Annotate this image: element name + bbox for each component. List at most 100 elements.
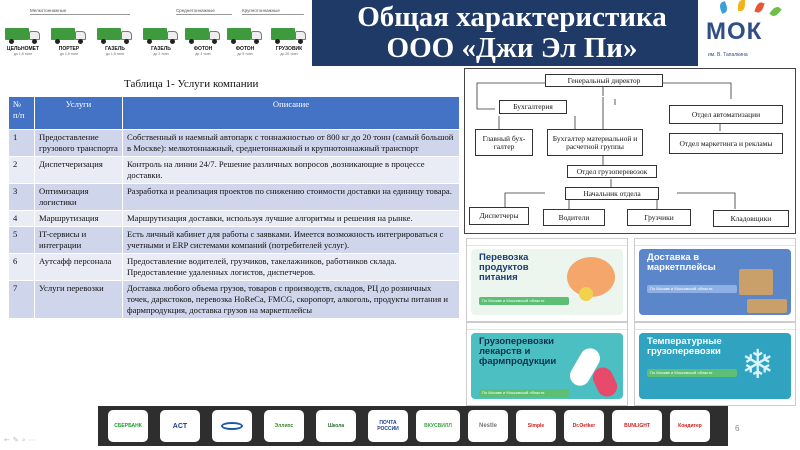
partner-logo: Кондитер [670,410,710,442]
vehicle-capacity: до 1,5 тонн [59,52,79,56]
table-row: 4 Маршрутизация Маршрутизация доставки, … [8,210,460,227]
vehicle-capacity: до 2 тонн [153,52,169,56]
vehicle-name: ФОТОН [235,46,255,52]
column-header: Услуги [34,96,123,130]
site-nav [467,239,627,246]
site-preview-temperature: ❄ Температурные грузоперевозки По Москве… [634,322,796,406]
logo: МОК им. В. Тапалкина [698,0,800,66]
vehicle-card: ГАЗЕЛЬ до 1,5 тонн [96,26,134,56]
pen-icon[interactable]: ✎ [12,436,22,444]
site-subtitle: По Москве и Московской области [479,297,569,305]
org-box-storekeepers: Кладовщики [713,210,789,227]
vehicle-card: ГРУЗОВИК до 20 тонн [270,26,308,56]
slide-tools[interactable]: ←✎⌕⋯ [4,436,39,445]
truck-icon [97,26,133,44]
site-nav [467,323,627,330]
partner-logo [212,410,252,442]
logo-subtitle: им. В. Тапалкина [708,52,748,58]
service-description: Собственный и наемный автопарк с тоннажн… [122,129,460,157]
fleet-category: Среднетоннажные [176,8,232,15]
vehicle-name: ГАЗЕЛЬ [105,46,125,52]
row-number: 1 [8,129,35,157]
service-name: Диспетчеризация [34,156,123,184]
site-nav [635,323,795,330]
org-box-head: Начальник отдела [565,187,659,200]
vehicle-capacity: до 3 тонн [195,52,211,56]
service-description: Маршрутизация доставки, используя лучшие… [122,210,460,227]
service-name: Оптимизация логистики [34,183,123,211]
box-image [747,299,787,313]
site-preview-pharma: Грузоперевозки лекарств и фармпродукции … [466,322,628,406]
truck-icon [5,26,41,44]
table-row: 7 Услуги перевозки Доставка любого объем… [8,280,460,319]
service-name: Услуги перевозки [34,280,123,319]
partner-logo: Эллипс [264,410,304,442]
vehicle-capacity: до 1,5 тонн [105,52,125,56]
partner-logo: СБЕРБАНК [108,410,148,442]
site-subtitle: По Москве и Московской области [647,369,737,377]
fleet-strip: Мелкотоннажные Среднетоннажные Крупнотон… [4,8,312,60]
table-caption: Таблица 1- Услуги компании [124,78,259,90]
vehicle-card: ГАЗЕЛЬ до 2 тонн [142,26,180,56]
org-box-accounting: Бухгалтерия [499,100,567,114]
prev-arrow-icon[interactable]: ← [4,436,13,444]
row-number: 2 [8,156,35,184]
more-icon[interactable]: ⋯ [28,436,39,444]
ellipse-logo-icon [221,422,243,430]
service-description: Доставка любого объема грузов, товаров с… [122,280,460,319]
org-box-ceo: Генеральный директор [545,74,663,87]
truck-icon [271,26,307,44]
org-box-freight: Отдел грузоперевозок [567,165,657,178]
services-table: № п/п Услуги Описание 1 Предоставление г… [8,96,460,319]
fleet-category: Мелкотоннажные [30,8,130,15]
org-box-dispatchers: Диспетчеры [469,207,529,225]
partner-logo: Dr.Oetker [564,410,604,442]
service-description: Предоставление водителей, грузчиков, так… [122,253,460,281]
title-banner: Общая характеристика ООО «Джи Эл Пи» МОК… [312,0,800,66]
vehicle-capacity: до 1,5 тонн [13,52,33,56]
site-title: Грузоперевозки лекарств и фармпродукции [479,336,557,367]
row-number: 5 [8,226,35,254]
column-header: Описание [122,96,460,130]
lemon-image [579,287,593,301]
snowflake-icon: ❄ [741,342,775,388]
vehicle-name: ГАЗЕЛЬ [151,46,171,52]
truck-icon [227,26,263,44]
partner-logo: Simple [516,410,556,442]
leaf-icon [718,1,729,14]
site-subtitle: По Москве и Московской области [647,285,737,293]
leaf-icon [738,0,745,11]
org-box-loaders: Грузчики [627,209,691,226]
table-row: 2 Диспетчеризация Контроль на линии 24/7… [8,156,460,184]
table-row: 5 IT-сервисы и интеграции Есть личный ка… [8,226,460,254]
partner-logo: Nestle [468,410,508,442]
vehicle-capacity: до 20 тонн [280,52,298,56]
vehicle-name: ПОРТЕР [58,46,80,52]
vehicle-card: ФОТОН до 5 тонн [226,26,264,56]
service-name: Аутсафф персонала [34,253,123,281]
table-row: 6 Аутсафф персонала Предоставление водит… [8,253,460,281]
box-image [739,269,773,295]
vehicle-card: ПОРТЕР до 1,5 тонн [50,26,88,56]
site-title: Температурные грузоперевозки [647,336,722,357]
site-preview-marketplace: Доставка в маркетплейсы По Москве и Моск… [634,238,796,322]
table-header-row: № п/п Услуги Описание [8,96,460,130]
row-number: 6 [8,253,35,281]
vehicle-name: ЦЕЛЬНОМЕТ [6,46,40,52]
truck-icon [51,26,87,44]
org-box-automation: Отдел автоматизации [669,105,783,124]
slide-title-line: Общая характеристика [357,1,667,33]
slide-title: Общая характеристика ООО «Джи Эл Пи» [322,2,702,64]
vehicle-name: ГРУЗОВИК [275,46,303,52]
vehicle-name: ФОТОН [193,46,213,52]
service-description: Есть личный кабинет для работы с заявкам… [122,226,460,254]
partner-logo: ACT [160,410,200,442]
site-hero [639,333,791,399]
page-number: 6 [735,424,740,433]
site-preview-food: Перевозка продуктов питания По Москве и … [466,238,628,322]
truck-icon [185,26,221,44]
partners-strip: СБЕРБАНК ACT Эллипс Школа ПОЧТА РОССИИ В… [98,406,728,446]
org-box-marketing: Отдел маркетинга и рекламы [669,133,783,154]
zoom-icon[interactable]: ⌕ [21,436,29,444]
partner-logo: ВКУСВИЛЛ [416,410,460,442]
